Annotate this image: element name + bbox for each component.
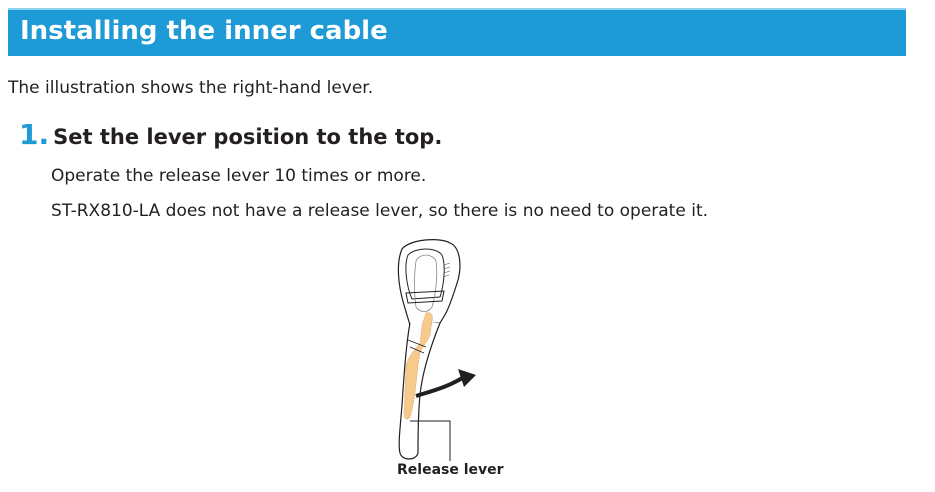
release-lever-label: Release lever xyxy=(397,462,504,478)
lever-illustration xyxy=(397,239,476,461)
step-note: ST-RX810-LA does not have a release leve… xyxy=(51,201,709,221)
step-title: Set the lever position to the top. xyxy=(53,125,443,149)
step-heading: 1.Set the lever position to the top. xyxy=(19,118,442,151)
step-instruction: Operate the release lever 10 times or mo… xyxy=(51,166,427,186)
section-header: Installing the inner cable xyxy=(8,8,906,56)
section-title: Installing the inner cable xyxy=(20,16,388,46)
intro-text: The illustration shows the right-hand le… xyxy=(8,78,374,98)
step-number: 1. xyxy=(19,118,50,151)
